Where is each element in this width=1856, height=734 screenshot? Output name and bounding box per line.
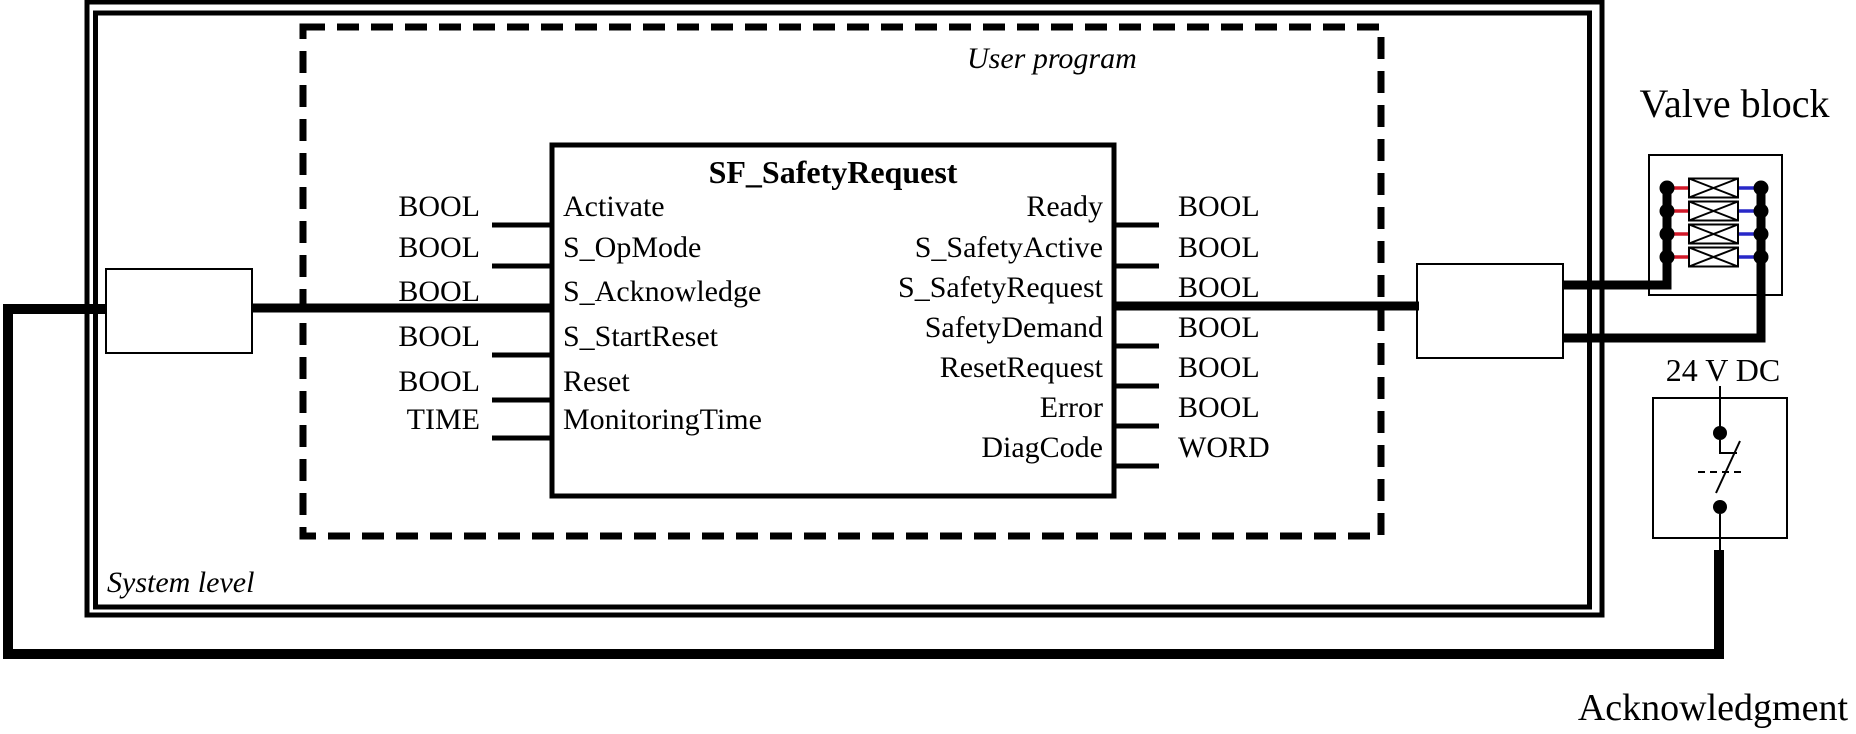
user-program-label: User program [967,42,1137,75]
junction-dot [1659,203,1675,219]
system-level-label: System level [107,566,255,599]
switch-blade [1715,440,1741,494]
output-type-label: BOOL [1178,190,1260,223]
output-type-label: WORD [1178,431,1270,464]
valve-block-label: Valve block [1639,81,1830,126]
power-label: 24 V DC [1665,352,1781,388]
input-type-label: BOOL [398,190,480,223]
output-stub-line [1113,263,1159,269]
output-label: Ready [1026,190,1103,223]
junction-dot [1659,226,1675,242]
output-type-label: BOOL [1178,231,1260,264]
io-stub-lines [492,222,1159,469]
output-type-label: BOOL [1178,351,1260,384]
switch-contact-arm [1719,440,1737,454]
junction-dot [1753,180,1769,196]
junction-dot [1753,203,1769,219]
output-interface-box [1416,263,1564,359]
output-type-label: BOOL [1178,271,1260,304]
input-type-label: BOOL [398,320,480,353]
input-label: Activate [563,190,665,223]
junction-dot [1659,249,1675,265]
junction-dot [1659,180,1675,196]
input-stub-line [492,222,552,228]
acknowledgment-label: Acknowledgment [1577,687,1848,729]
valve-coil-cross-line [1688,200,1739,222]
output-label: Error [1039,391,1103,424]
output-label: SafetyDemand [924,311,1103,344]
acknowledgment-feedback-line [3,304,1724,659]
input-label: S_Acknowledge [563,275,762,308]
input-label: S_StartReset [563,320,718,353]
user-program-dashed-border [299,23,1385,540]
input-label: MonitoringTime [563,403,762,436]
input-type-label: BOOL [398,275,480,308]
output-stub-line [1113,222,1159,228]
output-label: S_SafetyRequest [898,271,1103,304]
output-label: ResetRequest [939,351,1103,384]
input-type-label: BOOL [398,365,480,398]
switch-contact-top-dot [1713,426,1727,440]
input-stub-line [492,397,552,403]
valve-coil-cross-line [1688,246,1739,268]
input-stub-line [492,263,552,269]
output-stub-line [1113,343,1159,349]
input-label: Reset [563,365,630,398]
valve-coil-cross-line [1688,177,1739,199]
function-block-box [549,142,1117,499]
input-stub-line [492,352,552,358]
valve-array [1659,177,1769,268]
output-type-label: BOOL [1178,311,1260,344]
output-label: S_SafetyActive [914,231,1103,264]
output-stub-line [1113,463,1159,469]
output-stub-line [1113,423,1159,429]
input-interface-box [105,268,253,354]
input-label: S_OpMode [563,231,702,264]
function-block-title: SF_SafetyRequest [708,154,958,190]
output-type-label: BOOL [1178,391,1260,424]
junction-dot [1753,249,1769,265]
output-label: DiagCode [981,431,1103,464]
input-stub-line [492,435,552,441]
valve-coil-cross-line [1688,223,1739,245]
input-type-label: BOOL [398,231,480,264]
output-stub-line [1113,383,1159,389]
switch-contact-bottom-dot [1713,500,1727,514]
junction-dot [1753,226,1769,242]
input-type-label: TIME [406,403,480,436]
